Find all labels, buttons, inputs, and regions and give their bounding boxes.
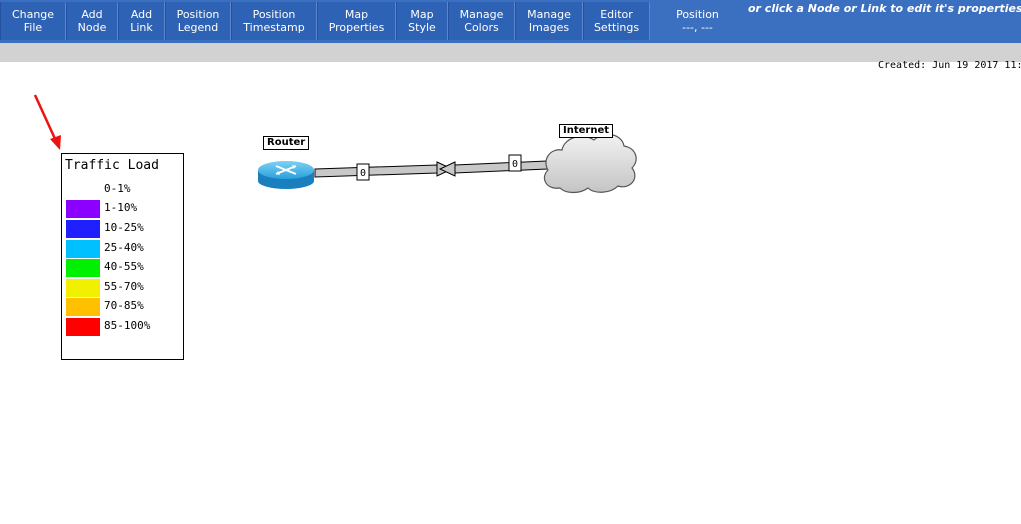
annotation-arrow	[33, 94, 61, 150]
legend-swatch	[66, 240, 100, 258]
button-label-line1: Manage	[527, 8, 571, 21]
map-style-button[interactable]: Map Style	[396, 2, 448, 40]
button-label-line2: Properties	[328, 21, 385, 34]
position-timestamp-button[interactable]: Position Timestamp	[231, 2, 317, 40]
legend-swatch	[66, 200, 100, 218]
button-label-line1: Position	[176, 8, 220, 21]
router-icon[interactable]	[258, 161, 314, 189]
button-label-line1: Change	[11, 8, 55, 21]
button-label-line2: Node	[77, 21, 107, 34]
button-label-line2: Images	[528, 21, 570, 34]
link-out-label-box	[356, 163, 370, 181]
router-label[interactable]: Router	[263, 136, 310, 150]
cursor-position-readout: Position ---, ---	[650, 2, 745, 40]
button-label-line1: Map	[344, 8, 369, 21]
button-label-line1: Add	[81, 8, 103, 21]
hint-text: or click a Node or Link to edit it's pro…	[748, 2, 1021, 15]
editor-settings-button[interactable]: Editor Settings	[583, 2, 650, 40]
button-label-line1: Position	[252, 8, 296, 21]
button-label-line2: Timestamp	[243, 21, 305, 34]
link-in-label-box	[508, 154, 522, 172]
link-out-value: 0	[360, 168, 366, 179]
add-link-button[interactable]: Add Link	[118, 2, 165, 40]
network-link[interactable]: 0 0	[314, 154, 548, 181]
manage-images-button[interactable]: Manage Images	[515, 2, 583, 40]
add-node-button[interactable]: Add Node	[66, 2, 118, 40]
legend-label: 1-10%	[104, 201, 138, 214]
cloud-icon[interactable]	[543, 133, 637, 194]
button-label-line2: Colors	[464, 21, 499, 34]
internet-label[interactable]: Internet	[559, 124, 614, 138]
button-label-line1: Map	[410, 8, 434, 21]
button-label-line2: Style	[408, 21, 436, 34]
button-label-line2: Link	[130, 21, 153, 34]
legend-label: 85-100%	[104, 319, 151, 332]
link-arrowhead-in	[438, 161, 456, 177]
legend-label: 55-70%	[104, 280, 144, 293]
traffic-load-legend[interactable]: Traffic Load 0-1% 1-10% 10-25% 25-40% 40…	[61, 153, 184, 360]
button-label-line2: Legend	[177, 21, 219, 34]
link-arrow-out[interactable]	[314, 164, 438, 178]
legend-swatch	[66, 298, 100, 316]
position-value: ---, ---	[682, 21, 713, 34]
legend-title: Traffic Load	[65, 158, 159, 173]
legend-label: 10-25%	[104, 221, 144, 234]
map-properties-button[interactable]: Map Properties	[317, 2, 396, 40]
button-label-line1: Manage	[459, 8, 504, 21]
link-in-value: 0	[512, 159, 518, 170]
editor-toolbar: Change File Add Node Add Link Position L…	[0, 0, 1021, 43]
button-label-line2: File	[23, 21, 43, 34]
map-timestamp[interactable]: Created: Jun 19 2017 11:	[878, 60, 1021, 71]
legend-swatch	[66, 181, 100, 199]
button-label-line1: Editor	[600, 8, 633, 21]
legend-label: 25-40%	[104, 241, 144, 254]
status-strip	[0, 43, 1021, 62]
legend-label: 0-1%	[104, 182, 131, 195]
legend-swatch	[66, 318, 100, 336]
position-legend-button[interactable]: Position Legend	[165, 2, 231, 40]
manage-colors-button[interactable]: Manage Colors	[448, 2, 515, 40]
legend-swatch	[66, 220, 100, 238]
button-label-line2: Settings	[593, 21, 640, 34]
legend-label: 70-85%	[104, 299, 144, 312]
link-arrow-in[interactable]	[454, 160, 548, 174]
legend-swatch	[66, 279, 100, 297]
position-label: Position	[676, 8, 719, 21]
legend-swatch	[66, 259, 100, 277]
change-file-button[interactable]: Change File	[0, 2, 66, 40]
legend-label: 40-55%	[104, 260, 144, 273]
button-label-line1: Add	[130, 8, 153, 21]
